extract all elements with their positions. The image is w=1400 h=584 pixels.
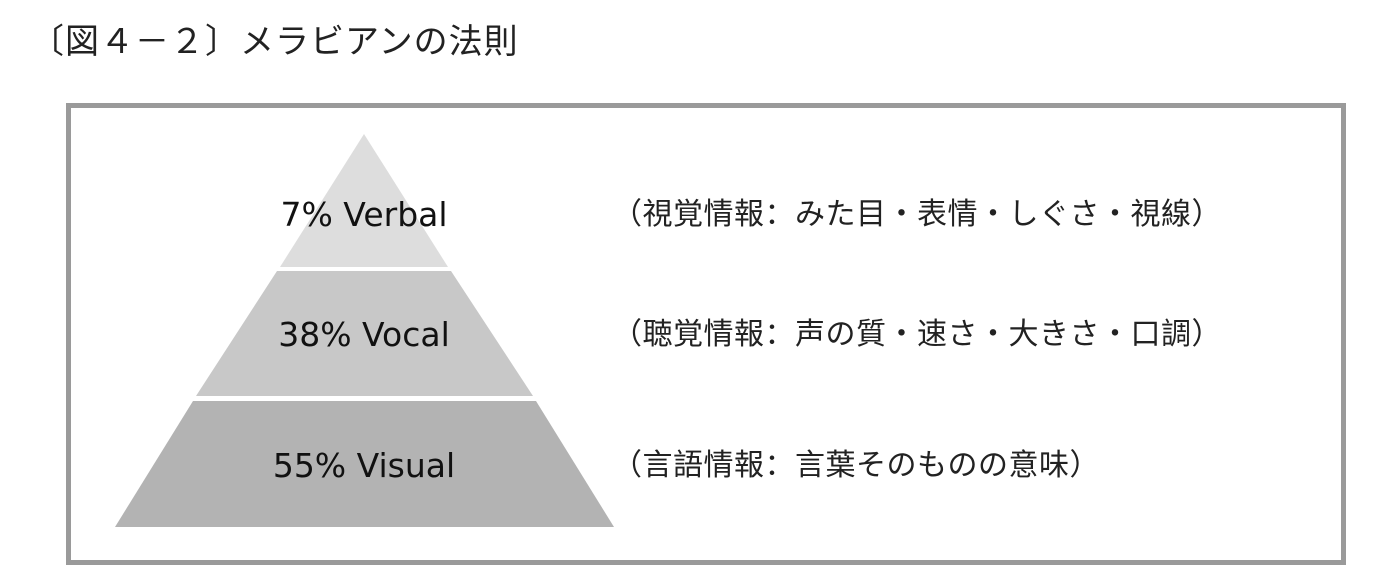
- tier-label-top: 7% Verbal: [280, 195, 448, 234]
- tier-label-middle: 38% Vocal: [278, 315, 450, 354]
- pyramid-tier-bottom: [115, 401, 614, 527]
- tier-description-middle: （聴覚情報：声の質・速さ・大きさ・口調）: [612, 317, 1222, 352]
- figure-title: 〔図４－２〕メラビアンの法則: [30, 22, 519, 62]
- tier-description-top: （視覚情報：みた目・表情・しぐさ・視線）: [612, 197, 1222, 232]
- pyramid-tier-middle: [196, 271, 533, 396]
- diagram-frame: [66, 103, 1346, 565]
- tier-description-bottom: （言語情報：言葉そのものの意味）: [612, 448, 1100, 483]
- tier-label-bottom: 55% Visual: [272, 446, 456, 485]
- pyramid-tier-top: [280, 134, 448, 267]
